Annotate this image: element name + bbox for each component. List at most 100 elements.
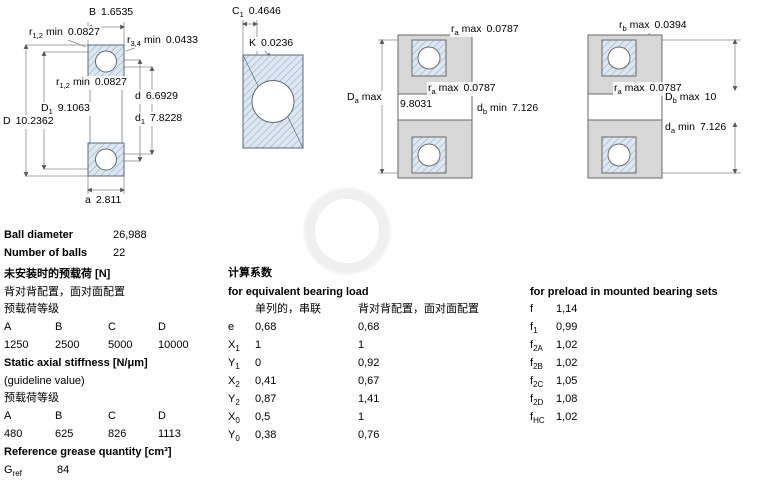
- factor-value: 1,02: [556, 339, 578, 351]
- dim-value: 0.0787: [486, 23, 519, 35]
- factor-value-single: 0,38: [255, 429, 277, 441]
- dim-suffix: max: [679, 91, 700, 103]
- factor-symbol: X0: [228, 411, 240, 426]
- dim-symbol: K: [249, 37, 257, 49]
- number-of-balls-value: 22: [113, 247, 126, 259]
- dim-symbol: r: [127, 34, 131, 46]
- calc-col2-header: 背对背配置，面对面配置: [358, 303, 479, 315]
- factor-symbol: f: [530, 303, 534, 315]
- stiffness-title: Static axial stiffness [N/μm]: [4, 357, 148, 369]
- dim-suffix: max: [624, 82, 645, 94]
- shaft-gap: [587, 93, 663, 121]
- factor-value-paired: 0,76: [358, 429, 380, 441]
- dim-value: 7.126: [699, 121, 727, 133]
- dim-suffix: min: [72, 76, 90, 88]
- dim-symbol: r: [29, 26, 33, 38]
- stiffness-header-d: D: [158, 410, 166, 422]
- dim-suffix: min: [490, 102, 507, 114]
- factor-value-paired: 0,67: [358, 375, 380, 387]
- factor-symbol: Y0: [228, 429, 240, 444]
- calc-title: 计算系数: [228, 267, 272, 279]
- stiffness-header-c: C: [108, 410, 116, 422]
- dim-value: 0.0787: [463, 82, 496, 94]
- preload-class-label: 预载荷等级: [4, 303, 59, 315]
- dim-subscript: 1,2: [32, 31, 43, 41]
- calc-row-x1: X1 1 1: [228, 339, 364, 354]
- factor-value-paired: 1: [358, 411, 365, 423]
- factor-value-paired: 1: [358, 339, 365, 351]
- preload-factor-row-fhc: fHC 1,02: [530, 411, 577, 426]
- dim-subscript: b: [482, 107, 488, 117]
- grease-symbol: Gref: [4, 464, 22, 479]
- preload-value-d: 10000: [158, 339, 189, 351]
- dim-symbol: d: [135, 112, 141, 124]
- stiffness-class-label: 预载荷等级: [4, 392, 59, 404]
- dim-suffix: min: [45, 26, 63, 38]
- dim-value: 0.0236: [261, 37, 294, 49]
- preload-value-b: 2500: [55, 339, 80, 351]
- factor-value-paired: 0,68: [358, 321, 380, 333]
- dim-suffix: min: [143, 34, 161, 46]
- calc-row-x2: X2 0,41 0,67: [228, 375, 379, 390]
- dim-subscript: 1,2: [59, 81, 70, 91]
- factor-value: 1,14: [556, 303, 578, 315]
- preload-header-a: A: [4, 321, 12, 333]
- dim-suffix: max: [438, 82, 459, 94]
- calc-row-y1: Y1 0 0,92: [228, 357, 379, 372]
- factor-value: 1,02: [556, 357, 578, 369]
- preload-header-c: C: [108, 321, 116, 333]
- ball-top: [417, 46, 441, 70]
- ball-top: [607, 46, 631, 70]
- dim-subscript: a: [354, 96, 359, 106]
- preload-subtitle: 背对背配置，面对面配置: [4, 286, 125, 298]
- preload-factor-row-f1: f1 0,99: [530, 321, 577, 336]
- stiffness-header-b: B: [55, 410, 63, 422]
- figure-mounted-abutment-2: [587, 26, 741, 179]
- dim-symbol: D: [3, 115, 11, 127]
- factor-symbol: e: [228, 321, 235, 333]
- calc-row-e: e 0,68 0,68: [228, 321, 379, 336]
- factor-symbol: fHC: [530, 411, 545, 426]
- factor-value-single: 0,68: [255, 321, 277, 333]
- preload-values: 1250 2500 5000 10000: [4, 339, 218, 352]
- ball-bottom: [607, 143, 631, 167]
- dim-value: 7.8228: [150, 112, 183, 124]
- dim-subscript: 3,4: [130, 39, 141, 49]
- dim-suffix: min: [678, 121, 695, 133]
- stiffness-value-b: 625: [55, 428, 74, 440]
- dim-value: 1.6535: [101, 6, 134, 18]
- factor-value: 1,02: [556, 411, 578, 423]
- preload-title: 未安装时的预载荷 [N]: [4, 268, 111, 280]
- factor-symbol: Y2: [228, 393, 240, 408]
- factor-symbol: f2D: [530, 393, 544, 408]
- dim-symbol: r: [451, 23, 455, 35]
- ball-diameter-label: Ball diameter: [4, 229, 74, 241]
- factor-value-single: 0,87: [255, 393, 277, 405]
- factor-symbol: X1: [228, 339, 240, 354]
- factor-symbol: f2A: [530, 339, 543, 354]
- dim-subscript: a: [617, 87, 622, 97]
- calc-row-x0: X0 0,5 1: [228, 411, 364, 426]
- dim-subscript: a: [431, 87, 436, 97]
- dim-K: K 0.0236: [248, 37, 295, 51]
- dim-value: 0.4646: [248, 5, 281, 17]
- dim-subscript: a: [454, 28, 459, 38]
- factor-symbol: f2B: [530, 357, 543, 372]
- dim-suffix: max: [461, 23, 482, 35]
- stiffness-value-a: 480: [4, 428, 23, 440]
- dim-value: 7.126: [511, 102, 539, 114]
- dim-symbol: r: [619, 19, 623, 31]
- dim-Da-value: 9.8031: [399, 98, 434, 111]
- dim-subscript: 1: [140, 117, 146, 127]
- grease-value: 84: [57, 464, 70, 476]
